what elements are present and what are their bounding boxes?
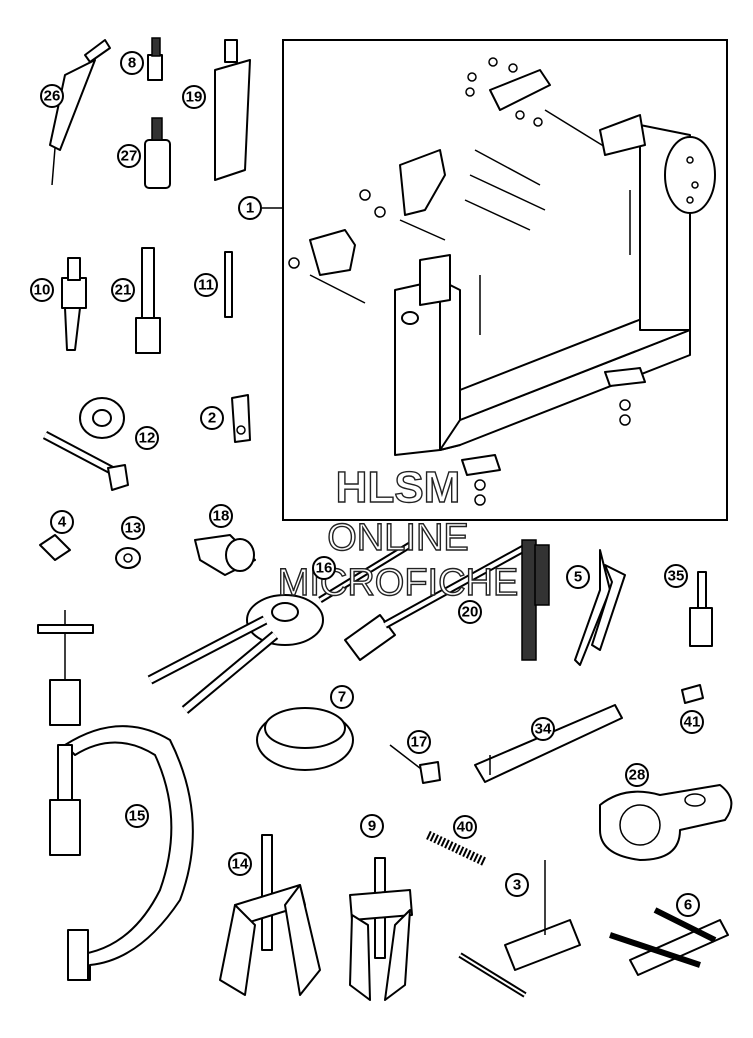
- callout-label-2: 2: [208, 410, 216, 427]
- callout-1: 1: [238, 196, 262, 220]
- callout-34: 34: [531, 717, 555, 741]
- callout-14: 14: [228, 852, 252, 876]
- callout-label-18: 18: [213, 508, 230, 525]
- puller-16: [147, 542, 412, 714]
- watermark-line-1: HLSM: [336, 463, 461, 512]
- callout-13: 13: [121, 516, 145, 540]
- callout-label-34: 34: [535, 721, 552, 738]
- callout-label-9: 9: [368, 818, 376, 835]
- callout-label-10: 10: [34, 282, 51, 299]
- callout-label-19: 19: [186, 89, 203, 106]
- callout-28: 28: [625, 763, 649, 787]
- sealant-tube: [214, 39, 251, 181]
- callout-41: 41: [680, 710, 704, 734]
- callout-label-35: 35: [668, 568, 685, 585]
- callout-17: 17: [407, 730, 431, 754]
- small-bracket: [231, 394, 251, 443]
- clamp-tool-6: [609, 907, 729, 976]
- drift-tool-21: [135, 247, 161, 354]
- callout-4: 4: [50, 510, 74, 534]
- callout-7: 7: [330, 685, 354, 709]
- holding-wrench-34: [474, 704, 623, 783]
- callout-5: 5: [566, 565, 590, 589]
- callout-label-1: 1: [246, 200, 254, 217]
- callout-18: 18: [209, 504, 233, 528]
- callout-12: 12: [135, 426, 159, 450]
- adapter-18: [194, 534, 256, 576]
- callout-label-6: 6: [684, 897, 692, 914]
- chain-wrench-20: [344, 539, 550, 661]
- callout-19: 19: [182, 85, 206, 109]
- callout-8: 8: [120, 51, 144, 75]
- watermark: HLSM ONLINE MICROFICHE: [277, 462, 519, 604]
- spring-40: [426, 830, 487, 867]
- callout-11: 11: [194, 273, 218, 297]
- callout-label-4: 4: [58, 514, 67, 531]
- callout-label-12: 12: [139, 430, 156, 447]
- callout-26: 26: [40, 84, 64, 108]
- screw-17: [389, 744, 441, 784]
- callout-3: 3: [505, 873, 529, 897]
- callout-label-16: 16: [316, 560, 333, 577]
- callout-21: 21: [111, 278, 135, 302]
- valve-spring-compressor-15: [37, 610, 194, 981]
- bolt-and-bearing: [42, 397, 129, 491]
- callout-label-21: 21: [115, 282, 132, 299]
- callout-label-11: 11: [198, 277, 214, 294]
- screw-41: [681, 684, 704, 704]
- engine-stand-assembly: [288, 57, 716, 506]
- chain-breaker-3: [458, 860, 581, 998]
- callout-label-27: 27: [121, 148, 138, 165]
- holding-plate-28: [599, 784, 733, 861]
- callout-16: 16: [312, 556, 336, 580]
- small-bottle: [147, 37, 163, 81]
- callout-label-14: 14: [232, 856, 249, 873]
- callout-label-8: 8: [128, 55, 136, 72]
- callout-9: 9: [360, 814, 384, 838]
- puller-14: [219, 834, 321, 996]
- sleeve-4: [39, 534, 71, 561]
- callout-label-26: 26: [44, 88, 61, 105]
- sealant-bottle: [144, 117, 171, 189]
- callout-label-15: 15: [129, 808, 146, 825]
- callout-6: 6: [676, 893, 700, 917]
- watermark-line-2: ONLINE: [327, 517, 468, 559]
- pin-tool-35: [689, 571, 713, 647]
- nut-13: [115, 547, 141, 569]
- callout-27: 27: [117, 144, 141, 168]
- callout-40: 40: [453, 815, 477, 839]
- callout-label-3: 3: [513, 877, 521, 894]
- callout-15: 15: [125, 804, 149, 828]
- clamp-ring-7: [256, 707, 354, 771]
- circlip-pliers-5: [574, 549, 626, 666]
- callout-label-28: 28: [629, 767, 646, 784]
- pin-tool-11: [224, 251, 233, 318]
- callout-label-40: 40: [457, 819, 474, 836]
- grease-syringe: [49, 39, 111, 186]
- puller-9: [349, 857, 413, 1001]
- callout-label-41: 41: [684, 714, 701, 731]
- callout-label-13: 13: [125, 520, 142, 537]
- callout-10: 10: [30, 278, 54, 302]
- callout-20: 20: [458, 600, 482, 624]
- callout-label-17: 17: [411, 734, 428, 751]
- callout-label-7: 7: [338, 689, 346, 706]
- callout-label-5: 5: [574, 569, 582, 586]
- callout-35: 35: [664, 564, 688, 588]
- callout-label-20: 20: [462, 604, 479, 621]
- callout-2: 2: [200, 406, 224, 430]
- puller-tool-10: [61, 257, 87, 351]
- assembly-frame-box: [282, 39, 728, 521]
